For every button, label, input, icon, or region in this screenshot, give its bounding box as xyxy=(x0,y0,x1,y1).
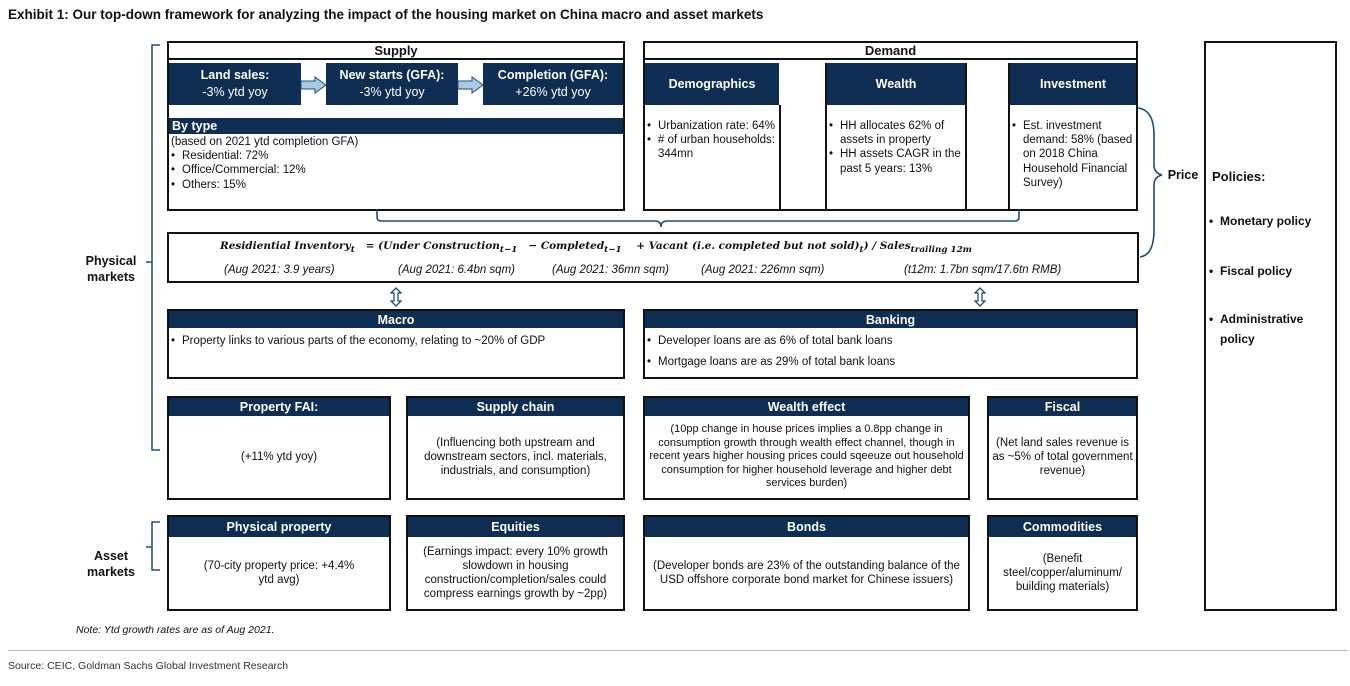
new-starts-title: New starts (GFA): xyxy=(339,68,445,83)
asset-markets-bracket xyxy=(151,521,160,571)
left-brackets xyxy=(146,44,160,571)
formula-vacant: + Vacant (i.e. completed but not sold) xyxy=(636,240,860,252)
supply-chain-text: (Influencing both upstream and downstrea… xyxy=(424,436,607,478)
policies-list: Monetary policy Fiscal policy Administra… xyxy=(1209,211,1333,359)
formula-completed: − Completed xyxy=(528,240,605,252)
inventory-value-vacant: (Aug 2021: 226mn sqm) xyxy=(701,264,825,276)
list-item: HH allocates 62% of assets in property xyxy=(829,119,965,147)
inventory-value-completed: (Aug 2021: 36mn sqm) xyxy=(552,264,669,276)
demand-divider-4 xyxy=(1008,63,1010,209)
equities-header: Equities xyxy=(408,517,623,537)
policies-title: Policies: xyxy=(1212,169,1266,184)
inventory-formula-box xyxy=(167,232,1139,283)
banking-body: Developer loans are as 6% of total bank … xyxy=(647,334,1135,370)
inventory-value-under-construction: (Aug 2021: 6.4bn sqm) xyxy=(398,264,515,276)
wealth-body: HH allocates 62% of assets in property H… xyxy=(829,119,965,176)
bonds-text: (Developer bonds are 23% of the outstand… xyxy=(653,559,960,586)
fiscal-text: (Net land sales revenue is as ~5% of tot… xyxy=(992,436,1133,478)
formula-subscript: trailing 12m xyxy=(910,245,972,256)
macro-body: Property links to various parts of the e… xyxy=(171,334,621,348)
by-type-note: (based on 2021 ytd completion GFA) xyxy=(171,136,359,148)
by-type-header: By type xyxy=(169,118,623,134)
price-label: Price xyxy=(1167,168,1199,182)
list-item: Developer loans are as 6% of total bank … xyxy=(647,334,1135,348)
flow-arrow-2 xyxy=(457,76,484,94)
list-item: HH assets CAGR in the past 5 years: 13% xyxy=(829,147,965,175)
inventory-value-sales: (t12m: 1.7bn sqm/17.6tn RMB) xyxy=(904,264,1062,276)
list-item: Urbanization rate: 64% xyxy=(647,119,779,133)
investment-body: Est. investment demand: 58% (based on 20… xyxy=(1012,119,1136,190)
supply-header: Supply xyxy=(169,43,623,60)
demand-divider-1 xyxy=(779,105,781,209)
formula-subscript: t−1 xyxy=(604,245,622,256)
list-item: Others: 15% xyxy=(171,178,621,192)
land-sales-box: Land sales: -3% ytd yoy xyxy=(169,63,301,105)
land-sales-title: Land sales: xyxy=(200,68,270,83)
physical-markets-label: Physical markets xyxy=(85,254,137,284)
flow-arrow-1 xyxy=(300,76,327,94)
physical-markets-bracket xyxy=(151,44,160,451)
demographics-header: Demographics xyxy=(645,63,779,105)
formula-subscript: t xyxy=(350,245,355,256)
double-arrow-banking-icon xyxy=(973,287,987,307)
combine-brace xyxy=(376,209,1020,228)
list-item: Office/Commercial: 12% xyxy=(171,163,621,177)
list-item: Residential: 72% xyxy=(171,149,621,163)
property-fai-text: (+11% ytd yoy) xyxy=(240,450,318,463)
price-brace xyxy=(1137,107,1163,258)
exhibit-title: Exhibit 1: Our top-down framework for an… xyxy=(8,7,764,22)
demand-divider-3 xyxy=(965,63,967,209)
wealth-effect-header: Wealth effect xyxy=(645,398,968,416)
completion-value: +26% ytd yoy xyxy=(515,85,591,99)
completion-box: Completion (GFA): +26% ytd yoy xyxy=(483,63,623,105)
formula-under-construction: = (Under Construction xyxy=(365,240,500,252)
formula-subscript: t−1 xyxy=(499,245,518,256)
commodities-header: Commodities xyxy=(989,517,1136,537)
macro-header: Macro xyxy=(169,311,623,328)
list-item: Fiscal policy xyxy=(1209,261,1333,281)
inventory-value-years: (Aug 2021: 3.9 years) xyxy=(224,264,335,276)
land-sales-value: -3% ytd yoy xyxy=(202,85,268,99)
commodities-text: (Benefit steel/copper/aluminum/ building… xyxy=(1003,552,1122,594)
asset-markets-label: Asset markets xyxy=(87,549,135,579)
footnote: Note: Ytd growth rates are as of Aug 202… xyxy=(76,624,275,636)
physical-property-header: Physical property xyxy=(169,517,389,537)
demographics-body: Urbanization rate: 64% # of urban househ… xyxy=(647,119,779,162)
footer-divider xyxy=(8,650,1348,651)
wealth-effect-text: (10pp change in house prices implies a 0… xyxy=(649,423,964,490)
list-item: Administrative policy xyxy=(1209,309,1333,349)
list-item: Monetary policy xyxy=(1209,211,1333,231)
new-starts-value: -3% ytd yoy xyxy=(359,85,425,99)
formula-subscript: t xyxy=(859,245,864,256)
bonds-header: Bonds xyxy=(645,517,968,537)
list-item: Est. investment demand: 58% (based on 20… xyxy=(1012,119,1136,190)
new-starts-box: New starts (GFA): -3% ytd yoy xyxy=(326,63,458,105)
wealth-header: Wealth xyxy=(827,63,965,105)
source-line: Source: CEIC, Goldman Sachs Global Inves… xyxy=(8,660,289,672)
investment-header: Investment xyxy=(1010,63,1136,105)
formula-lhs: Residiential Inventory xyxy=(220,240,351,252)
by-type-body: (based on 2021 ytd completion GFA) Resid… xyxy=(171,135,621,192)
list-item: # of urban households: 344mn xyxy=(647,133,779,161)
list-item: Property links to various parts of the e… xyxy=(171,334,621,348)
demand-header: Demand xyxy=(645,43,1136,60)
physical-property-text: (70-city property price: +4.4% ytd avg) xyxy=(203,559,355,586)
banking-header: Banking xyxy=(645,311,1136,328)
formula-sales: ) / Sales xyxy=(863,240,911,252)
demand-divider-2 xyxy=(825,63,827,209)
property-fai-header: Property FAI: xyxy=(169,398,389,416)
supply-chain-header: Supply chain xyxy=(408,398,623,416)
inventory-formula: Residiential Inventoryt = (Under Constru… xyxy=(220,240,972,255)
fiscal-header: Fiscal xyxy=(989,398,1136,416)
completion-title: Completion (GFA): xyxy=(497,68,609,83)
equities-text: (Earnings impact: every 10% growth slowd… xyxy=(423,545,608,601)
double-arrow-macro-icon xyxy=(389,287,403,307)
list-item: Mortgage loans are as 29% of total bank … xyxy=(647,355,1135,369)
